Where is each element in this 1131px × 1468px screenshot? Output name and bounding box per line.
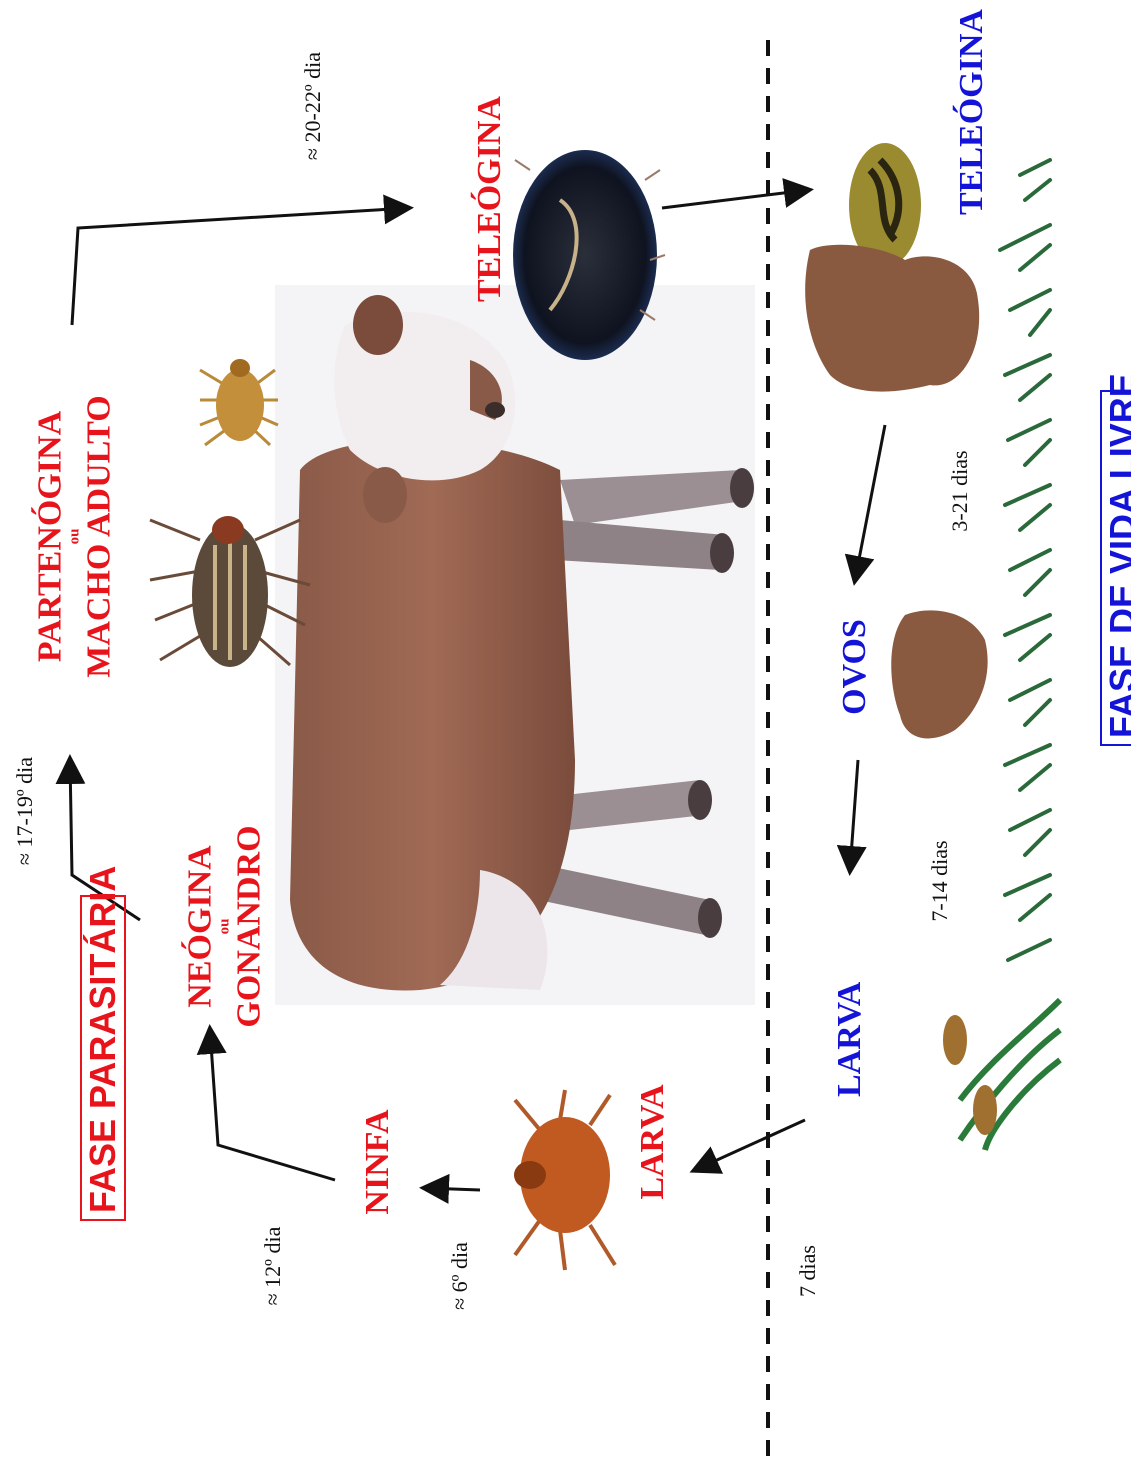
label-macho-adulto: MACHO ADULTO	[83, 395, 117, 677]
label-partenogina: PARTENÓGINA	[34, 411, 68, 662]
arrow-ovos-to-larva	[850, 760, 858, 870]
arrow-ninfa-to-neogina	[210, 1030, 335, 1180]
adult-male-tick-image	[200, 359, 278, 445]
arrow-larva-to-ninfa	[425, 1188, 480, 1190]
duration-6th-day: ≈ 6º dia	[449, 1221, 471, 1331]
label-neogina: NEÓGINA	[184, 845, 218, 1007]
arrow-larva-to-host	[695, 1120, 805, 1170]
duration-7-days: 7 dias	[797, 1231, 819, 1311]
duration-12th-day: ≈ 12º dia	[262, 1206, 284, 1326]
label-free-teleogina: TELEÓGINA	[955, 15, 989, 215]
label-parasitic-teleogina: TELEÓGINA	[473, 102, 507, 302]
label-neogina-gonandro: NEÓGINA ou GONANDRO	[184, 812, 267, 1042]
phase-free-living-title: FASE DE VIDA LIVRE	[1100, 390, 1131, 746]
arrow-teleogina-to-free-living	[662, 190, 808, 208]
grass-vegetation	[1000, 160, 1050, 960]
phase-parasitic-title: FASE PARASITÁRIA	[80, 895, 126, 1221]
eggs-image	[891, 610, 987, 738]
larva-tick-image	[514, 1090, 615, 1270]
label-ovos: OVOS	[838, 617, 872, 717]
duration-17-19-day: ≈ 17-19º dia	[14, 741, 36, 881]
label-ninfa: NINFA	[361, 1107, 395, 1217]
label-parasitic-larva: LARVA	[636, 1082, 670, 1202]
label-gonandro: GONANDRO	[233, 825, 267, 1027]
duration-20-22-day: ≈ 20-22º dia	[302, 31, 324, 181]
cattail-plants	[943, 1000, 1060, 1150]
label-free-larva: LARVA	[833, 987, 867, 1097]
duration-7-14-days: 7-14 dias	[929, 826, 951, 936]
label-partenogina-macho: PARTENÓGINA ou MACHO ADULTO	[34, 392, 117, 682]
arrow-teleogina-to-ovos	[855, 425, 885, 580]
duration-3-21-days: 3-21 dias	[949, 436, 971, 546]
